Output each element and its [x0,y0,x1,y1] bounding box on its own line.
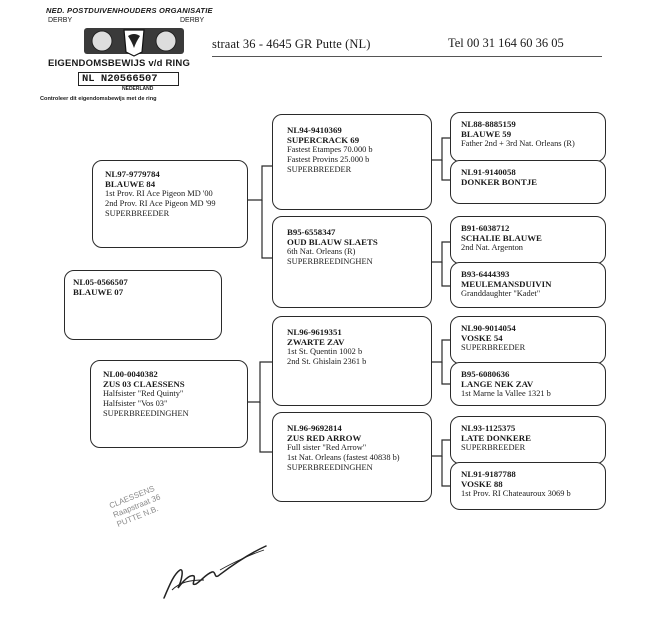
org-name: NED. POSTDUIVENHOUDERS ORGANISATIE [46,6,213,15]
achievement: Fastest Provins 25.000 b [287,155,370,164]
pedigree-mff: NL90-9014054 VOSKE 54 SUPERBREEDER [450,316,606,364]
pedigree-ffm: NL91-9140058 DONKER BONTJE [450,160,606,204]
achievement: SUPERBREEDINGHEN [103,409,189,418]
signature-icon [163,545,267,599]
pedigree-mother-mother: NL96-9692814 ZUS RED ARROW Full sister "… [272,412,432,502]
pedigree-fmm: B93-6444393 MEULEMANSDUIVIN Granddaughte… [450,262,606,308]
pedigree-mfm: B95-6080636 LANGE NEK ZAV 1st Marne la V… [450,362,606,406]
pigeon-name: SCHALIE BLAUWE [461,233,542,243]
achievement: Father 2nd + 3rd Nat. Orleans (R) [461,139,575,148]
pigeon-name: VOSKE 88 [461,479,503,489]
ring-number: NL96-9692814 [287,423,342,433]
achievement: Halfsister "Vos 03" [103,399,168,408]
achievement: 6th Nat. Orleans (R) [287,247,356,256]
achievement: SUPERBREEDER [287,165,352,174]
pigeon-name: LATE DONKERE [461,433,531,443]
achievement: Halfsister "Red Quinty" [103,389,184,398]
ring-number: B93-6444393 [461,269,510,279]
ownership-certificate-logo: NED. POSTDUIVENHOUDERS ORGANISATIE DERBY… [40,6,218,112]
achievement: 1st Prov. RI Chateauroux 3069 b [461,489,571,498]
achievement: SUPERBREEDER [461,343,526,352]
pigeon-name: MEULEMANSDUIVIN [461,279,552,289]
achievement: SUPERBREEDINGHEN [287,463,373,472]
achievement: Full sister "Red Arrow" [287,443,367,452]
ring-number: NL91-9187788 [461,469,516,479]
pedigree-mother: NL00-0040382 ZUS 03 CLAESSENS Halfsister… [90,360,248,448]
pigeon-name: BLAUWE 59 [461,129,512,139]
control-notice: Controleer dit eigendomsbewijs met de ri… [40,96,157,102]
ring-number: NL93-1125375 [461,423,516,433]
derby-emblem-icon [84,28,184,57]
pigeon-name: ZUS RED ARROW [287,433,362,443]
achievement: SUPERBREEDER [461,443,526,452]
ring-number: NL05-0566507 [73,277,128,287]
pigeon-name: LANGE NEK ZAV [461,379,534,389]
certificate-title: EIGENDOMSBEWIJS v/d RING [48,58,191,69]
pedigree-subject: NL05-0566507 BLAUWE 07 [64,270,222,340]
header-divider [212,56,602,57]
ring-number: NL94-9410369 [287,125,342,135]
pigeon-name: ZUS 03 CLAESSENS [103,379,185,389]
pedigree-mother-father: NL96-9619351 ZWARTE ZAV 1st St. Quentin … [272,316,432,406]
pedigree-mmm: NL91-9187788 VOSKE 88 1st Prov. RI Chate… [450,462,606,510]
pedigree-father: NL97-9779784 BLAUWE 84 1st Prov. RI Ace … [92,160,248,248]
ring-number: NL91-9140058 [461,167,516,177]
achievement: Fastest Etampes 70.000 b [287,145,373,154]
ring-number: B91-6038712 [461,223,510,233]
pigeon-name: SUPERCRACK 69 [287,135,360,145]
achievement: 1st Prov. RI Ace Pigeon MD '00 [105,189,213,198]
achievement: SUPERBREEDINGHEN [287,257,373,266]
pigeon-name: BLAUWE 07 [73,287,124,297]
ring-number: NL N20566507 [78,72,179,86]
ring-number: NL97-9779784 [105,169,160,179]
ring-number: NL88-8885159 [461,119,516,129]
pedigree-father-father: NL94-9410369 SUPERCRACK 69 Fastest Etamp… [272,114,432,210]
derby-right-label: DERBY [180,17,205,24]
ring-number: NL90-9014054 [461,323,516,333]
pedigree-mmf: NL93-1125375 LATE DONKERE SUPERBREEDER [450,416,606,464]
achievement: 1st Nat. Orleans (fastest 40838 b) [287,453,400,462]
achievement: 1st Marne la Vallee 1321 b [461,389,551,398]
ring-number: NL96-9619351 [287,327,342,337]
pigeon-name: ZWARTE ZAV [287,337,345,347]
pigeon-name: OUD BLAUW SLAETS [287,237,378,247]
derby-left-label: DERBY [48,17,73,24]
pedigree-fmf: B91-6038712 SCHALIE BLAUWE 2nd Nat. Arge… [450,216,606,264]
ring-number: B95-6558347 [287,227,336,237]
pedigree-father-mother: B95-6558347 OUD BLAUW SLAETS 6th Nat. Or… [272,216,432,308]
ring-number: NL00-0040382 [103,369,158,379]
pigeon-name: VOSKE 54 [461,333,503,343]
achievement: Granddaughter "Kadet" [461,289,541,298]
pigeon-name: BLAUWE 84 [105,179,156,189]
header-telephone: Tel 00 31 164 60 36 05 [448,36,564,50]
achievement: 1st St. Quentin 1002 b [287,347,363,356]
achievement: 2nd St. Ghislain 2361 b [287,357,367,366]
pigeon-name: DONKER BONTJE [461,177,538,187]
pedigree-fff: NL88-8885159 BLAUWE 59 Father 2nd + 3rd … [450,112,606,162]
achievement: SUPERBREEDER [105,209,170,218]
achievement: 2nd Nat. Argenton [461,243,523,252]
header-address: straat 36 - 4645 GR Putte (NL) [212,37,371,51]
country-label: NEDERLAND [122,86,154,92]
ring-number: B95-6080636 [461,369,510,379]
achievement: 2nd Prov. RI Ace Pigeon MD '99 [105,199,216,208]
